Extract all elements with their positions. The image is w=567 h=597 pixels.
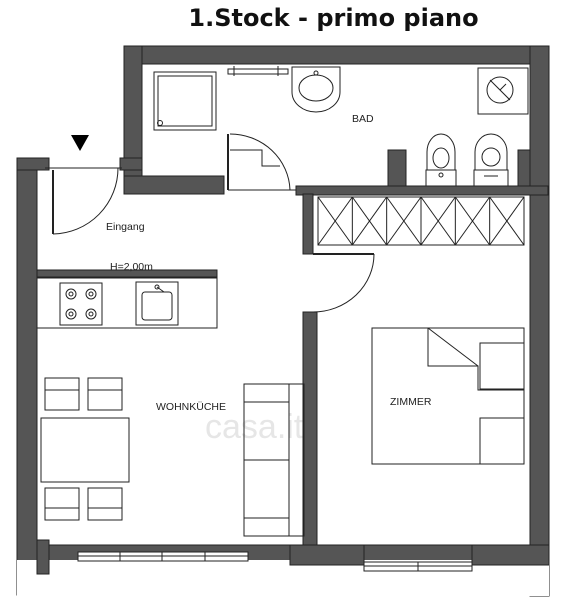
chair [44, 487, 80, 521]
wall-kitchen-partition [36, 269, 218, 278]
dining-table [40, 417, 130, 483]
watermark: casa.it [205, 408, 304, 446]
sink-icon [291, 66, 341, 113]
wall-right [529, 45, 550, 597]
wardrobe-cross [351, 196, 388, 246]
entrance-door-swing [52, 167, 119, 235]
bed [371, 327, 525, 465]
room-label-eingang: Eingang [106, 221, 145, 233]
room-label-bad: BAD [352, 113, 374, 125]
wall-bath-bottom-left [123, 175, 225, 195]
stove-icon [59, 282, 103, 326]
room-label-wohnkueche: WOHNKÜCHE [156, 401, 226, 413]
wardrobe-cross [489, 196, 525, 246]
chair [87, 487, 123, 521]
bath-door-swing [229, 133, 291, 191]
wall-left [16, 157, 38, 596]
kitchen-counter [36, 277, 218, 329]
entrance-area: Eingang [45, 135, 145, 235]
bidet-icon [425, 133, 457, 187]
wall-partition-lower [302, 311, 318, 549]
kitchen: H=2,00m [36, 261, 305, 537]
zimmer: ZIMMER [312, 253, 525, 465]
towel-rail [227, 68, 289, 75]
chair [44, 377, 80, 411]
wall-entrance-left-stub [16, 157, 50, 171]
wardrobe-cross [454, 196, 491, 246]
wardrobe-cross [386, 196, 422, 246]
bottom-windows [36, 539, 550, 575]
zimmer-door-swing [312, 253, 375, 313]
sofa [243, 383, 305, 537]
wall-bath-left [123, 45, 143, 195]
kitchen-sink-icon [135, 281, 179, 326]
wardrobe [317, 196, 525, 246]
wardrobe-cross [317, 196, 353, 246]
wall-bath-bottom-right [295, 185, 549, 196]
shower-icon [153, 71, 217, 131]
wall-partition-upper [302, 193, 314, 255]
chair [87, 377, 123, 411]
entrance-arrow-icon [71, 135, 89, 151]
wall-top [123, 45, 550, 65]
wardrobe-cross [420, 196, 456, 246]
walls [16, 45, 550, 597]
wall-bath-stub [387, 149, 407, 187]
bathroom: BAD [153, 66, 531, 191]
boiler-icon [477, 67, 529, 115]
page-title: 1.Stock - primo piano [188, 4, 479, 32]
wall-entrance-right-stub [119, 157, 143, 171]
toilet-icon [473, 133, 509, 187]
room-label-zimmer: ZIMMER [390, 396, 432, 408]
kitchen-height-label: H=2,00m [110, 261, 153, 273]
